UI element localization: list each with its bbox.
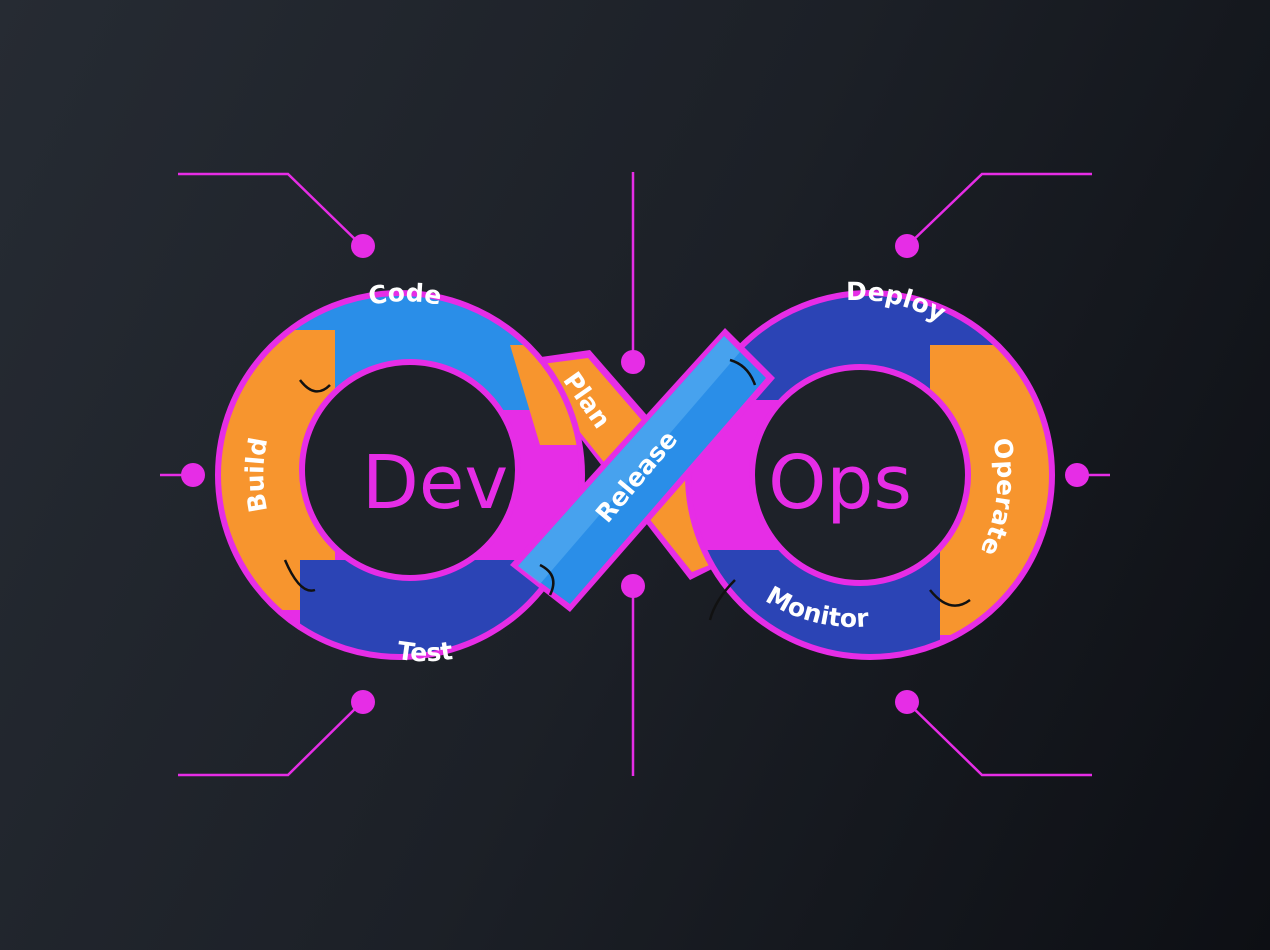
- title-ops: Ops: [768, 440, 912, 526]
- callout-dot-top-right: [895, 234, 919, 258]
- callout-dot-top-left: [351, 234, 375, 258]
- callout-dots: [181, 234, 1089, 714]
- callout-dot-bottom-center: [621, 574, 645, 598]
- callout-line-top-right: [906, 172, 1092, 247]
- callout-dot-right: [1065, 463, 1089, 487]
- callout-dot-left: [181, 463, 205, 487]
- release-band: [510, 328, 775, 612]
- callout-lines: [160, 172, 1110, 777]
- callout-dot-bottom-left: [351, 690, 375, 714]
- callout-line-bottom-left: [178, 701, 363, 777]
- left-loop: [215, 290, 585, 660]
- callout-line-top-left: [178, 172, 363, 247]
- title-dev: Dev: [362, 440, 508, 526]
- callout-line-bottom-right: [906, 701, 1092, 777]
- stage-label-test: Test: [396, 636, 455, 667]
- callout-dot-top-center: [621, 350, 645, 374]
- callout-dot-bottom-right: [895, 690, 919, 714]
